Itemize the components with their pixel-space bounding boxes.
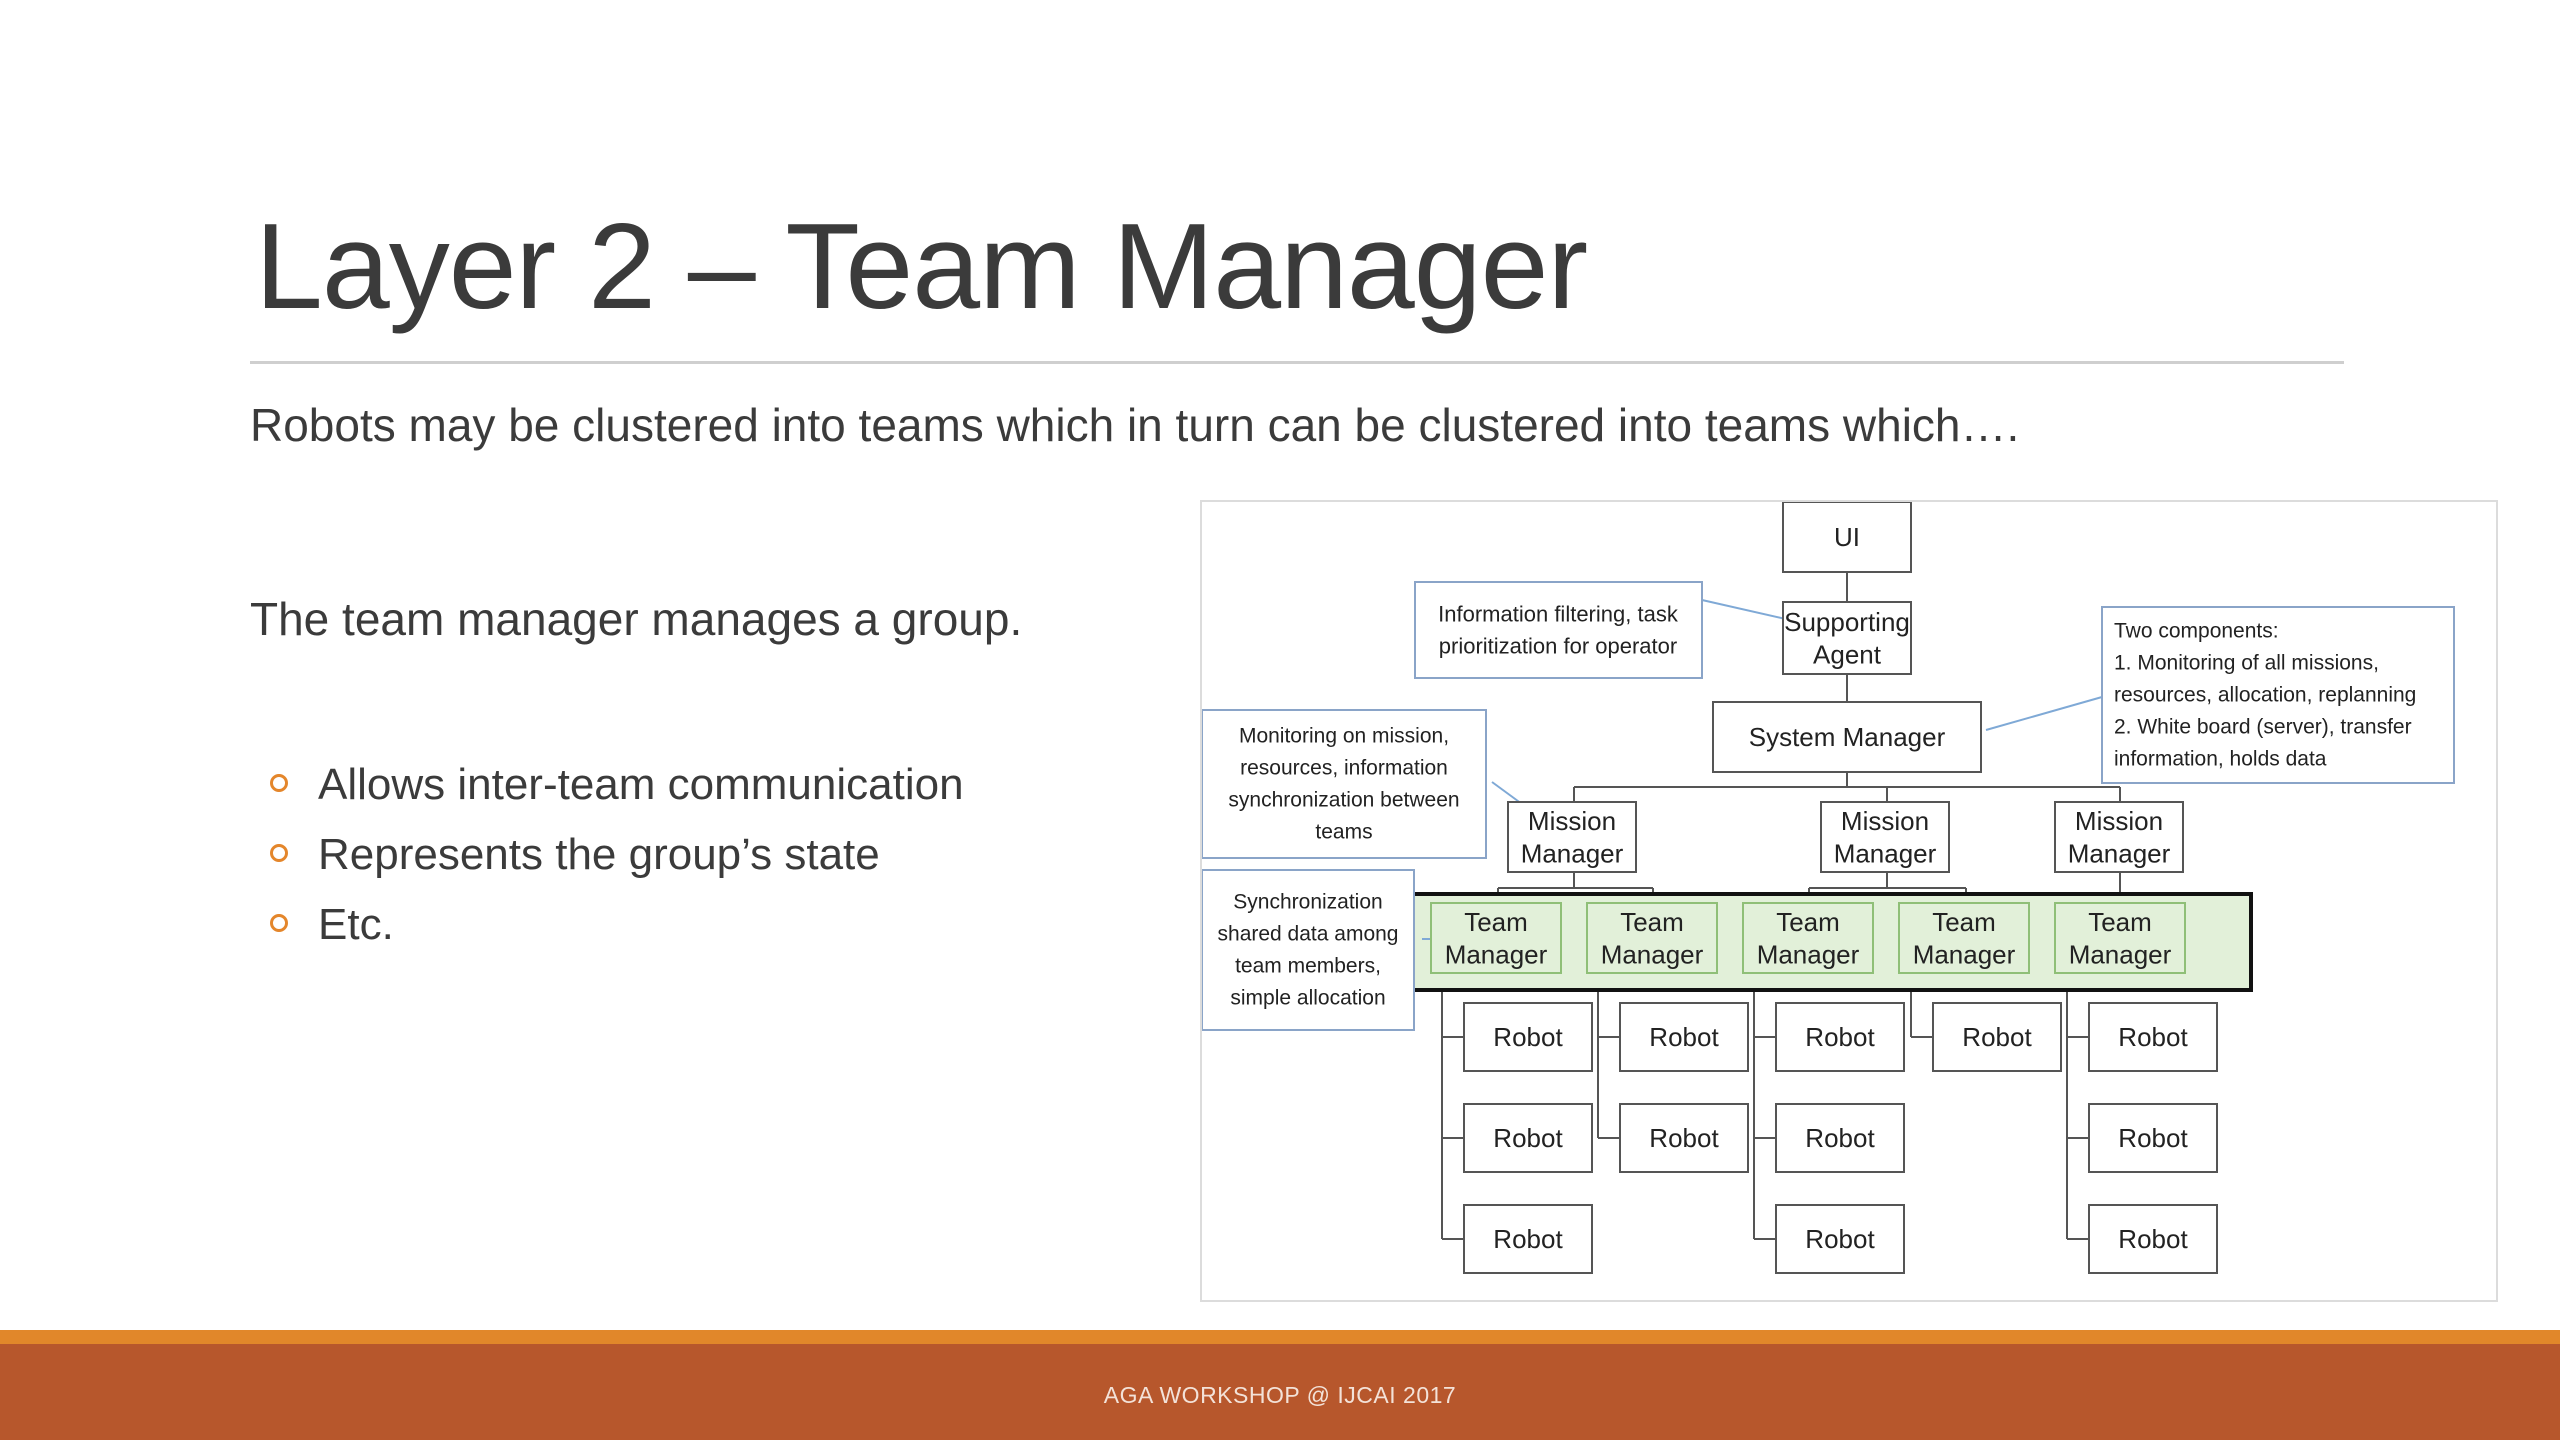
robot-node-label: Robot — [1805, 1224, 1875, 1254]
robot-node — [1619, 1002, 1749, 1072]
robot-node — [1463, 1204, 1593, 1274]
team-manager-node-label: Manager — [1913, 939, 2016, 969]
note-monitoring-box — [1202, 709, 1487, 859]
system-manager-node — [1712, 701, 1982, 773]
mission-manager-node-label: Mission — [1841, 806, 1929, 836]
note-arrow — [1491, 781, 1523, 805]
system-manager-node-label: System Manager — [1749, 722, 1946, 752]
note-two-components-text: Two components: — [2114, 620, 2279, 643]
robot-node-label: Robot — [1493, 1224, 1563, 1254]
robot-node — [1775, 1103, 1905, 1173]
bullet-list: Allows inter-team communication Represen… — [270, 757, 964, 967]
note-two-components-text: information, holds data — [2114, 748, 2327, 771]
robot-node-label: Robot — [1805, 1123, 1875, 1153]
robot-node-label: Robot — [2118, 1224, 2188, 1254]
robot-node-label: Robot — [1649, 1123, 1719, 1153]
note-filtering-box — [1414, 581, 1703, 679]
robot-node — [1932, 1002, 2062, 1072]
note-two-components-text: 2. White board (server), transfer — [2114, 716, 2412, 739]
bullet-item: Represents the group’s state — [270, 827, 964, 897]
robot-node-label: Robot — [1805, 1022, 1875, 1052]
team-manager-node — [1742, 902, 1874, 974]
note-sync-box — [1202, 869, 1415, 1031]
footer-accent-stripe — [0, 1330, 2560, 1344]
bullet-circle-icon — [270, 774, 288, 793]
note-monitoring-text: Monitoring on mission, — [1239, 725, 1449, 748]
robot-node-label: Robot — [2118, 1022, 2188, 1052]
note-monitoring-text: synchronization between — [1228, 789, 1459, 812]
bullet-item: Etc. — [270, 897, 964, 967]
team-manager-node-label: Manager — [1601, 939, 1704, 969]
mission-manager-node-label: Manager — [1521, 838, 1624, 868]
robot-node-label: Robot — [1649, 1022, 1719, 1052]
mission-manager-node-label: Manager — [2068, 838, 2171, 868]
robot-node — [2088, 1103, 2218, 1173]
note-two-components-text: resources, allocation, replanning — [2114, 684, 2416, 707]
mission-manager-node-label: Mission — [1528, 806, 1616, 836]
team-manager-node — [1898, 902, 2030, 974]
team-manager-node-label: Team — [1776, 907, 1840, 937]
mission-manager-node-label: Manager — [1834, 838, 1937, 868]
title-divider — [250, 361, 2344, 364]
slide-title: Layer 2 – Team Manager — [255, 198, 1588, 334]
team-manager-node-label: Manager — [1445, 939, 1548, 969]
note-arrow — [1701, 599, 1791, 621]
team-manager-node-label: Manager — [1757, 939, 1860, 969]
team-manager-node-label: Team — [1464, 907, 1528, 937]
team-manager-node-label: Team — [2088, 907, 2152, 937]
bullet-circle-icon — [270, 914, 288, 933]
bullet-circle-icon — [270, 844, 288, 863]
team-manager-node — [2054, 902, 2186, 974]
robot-node-label: Robot — [1493, 1123, 1563, 1153]
note-monitoring-text: resources, information — [1240, 757, 1448, 780]
bullet-text: Represents the group’s state — [318, 830, 880, 879]
team-manager-node — [1430, 902, 1562, 974]
note-sync-text: simple allocation — [1230, 987, 1385, 1010]
mission-manager-node-label: Mission — [2075, 806, 2163, 836]
team-manager-node — [1586, 902, 1718, 974]
lead-text: The team manager manages a group. — [250, 593, 1023, 645]
robot-node — [1463, 1103, 1593, 1173]
mission-manager-node — [1507, 801, 1637, 873]
robot-node — [1463, 1002, 1593, 1072]
robot-node — [1775, 1204, 1905, 1274]
slide-subtitle: Robots may be clustered into teams which… — [250, 399, 2020, 451]
note-sync-text: team members, — [1235, 955, 1381, 978]
supporting-agent-node-label: Supporting — [1784, 607, 1910, 637]
note-filtering-text: Information filtering, task — [1438, 602, 1679, 627]
supporting-agent-node-label: Agent — [1813, 639, 1882, 669]
robot-node — [2088, 1002, 2218, 1072]
note-arrow — [1985, 696, 2103, 731]
note-monitoring-text: teams — [1315, 821, 1372, 844]
robot-node — [2088, 1204, 2218, 1274]
bullet-text: Allows inter-team communication — [318, 760, 964, 809]
note-two-components-box — [2101, 606, 2455, 784]
bullet-text: Etc. — [318, 900, 394, 949]
bullet-item: Allows inter-team communication — [270, 757, 964, 827]
team-manager-node-label: Team — [1620, 907, 1684, 937]
note-sync-text: shared data among — [1218, 923, 1399, 946]
supporting-agent-node — [1782, 601, 1912, 675]
ui-node — [1782, 502, 1912, 573]
footer-bar: AGA WORKSHOP @ IJCAI 2017 — [0, 1344, 2560, 1440]
note-sync-text: Synchronization — [1233, 891, 1382, 914]
robot-node — [1775, 1002, 1905, 1072]
robot-node-label: Robot — [1493, 1022, 1563, 1052]
note-two-components-text: 1. Monitoring of all missions, — [2114, 652, 2379, 675]
robot-node — [1619, 1103, 1749, 1173]
team-manager-node-label: Manager — [2069, 939, 2172, 969]
robot-node-label: Robot — [1962, 1022, 2032, 1052]
robot-node-label: Robot — [2118, 1123, 2188, 1153]
footer-text: AGA WORKSHOP @ IJCAI 2017 — [1103, 1382, 1457, 1408]
mission-manager-node — [1820, 801, 1950, 873]
mission-manager-node — [2054, 801, 2184, 873]
team-manager-node-label: Team — [1932, 907, 1996, 937]
note-filtering-text: prioritization for operator — [1439, 634, 1677, 659]
ui-node-label: UI — [1834, 522, 1860, 552]
